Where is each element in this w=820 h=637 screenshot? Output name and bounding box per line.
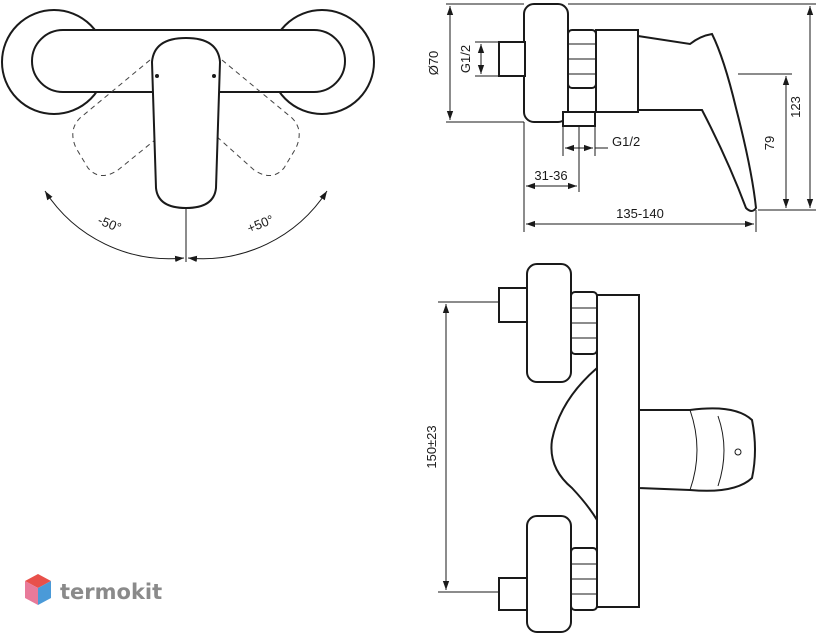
lever-pivot-right: [212, 74, 216, 78]
dim-diameter-label: Ø70: [426, 51, 441, 76]
top-body: [596, 294, 640, 608]
side-view: Ø70 G1/2 G1/2 31-36 135-140 79 123: [426, 3, 816, 232]
dim-center-distance-label: 150±23: [424, 425, 439, 468]
dim-offset-label: 31-36: [534, 168, 567, 183]
side-body: [595, 29, 639, 113]
angle-left-label: -50°: [96, 212, 124, 235]
side-inlet-pipe: [498, 41, 526, 77]
termokit-logo: termokit: [25, 574, 162, 605]
side-lever: [637, 32, 758, 212]
angle-arc-left: [44, 190, 185, 263]
dim-thread-top-label: G1/2: [458, 45, 473, 73]
logo-cube-right: [38, 581, 51, 605]
angle-arc-right: [187, 190, 328, 263]
front-view: -50° +50°: [1, 9, 375, 263]
upper-rosette: [526, 263, 572, 383]
angle-right-label: +50°: [245, 212, 276, 236]
lever-left-position: [72, 59, 183, 176]
side-outlet: [562, 111, 596, 127]
side-rosette: [523, 3, 569, 123]
body-waist-curve: [550, 367, 598, 521]
lower-rosette: [526, 515, 572, 633]
logo-cube-left: [25, 581, 38, 605]
dim-lever-height-label: 79: [762, 136, 777, 150]
top-view: 150±23: [424, 263, 756, 633]
lever-front: [150, 36, 222, 210]
dim-depth-label: 135-140: [616, 206, 664, 221]
dim-total-height-label: 123: [788, 96, 803, 118]
lever-pivot-left: [155, 74, 159, 78]
lever-right-position: [195, 59, 300, 176]
dim-thread-bottom-label: G1/2: [612, 134, 640, 149]
logo-text: termokit: [60, 580, 162, 604]
lower-inlet-pipe: [498, 577, 528, 611]
upper-inlet-pipe: [498, 287, 528, 323]
